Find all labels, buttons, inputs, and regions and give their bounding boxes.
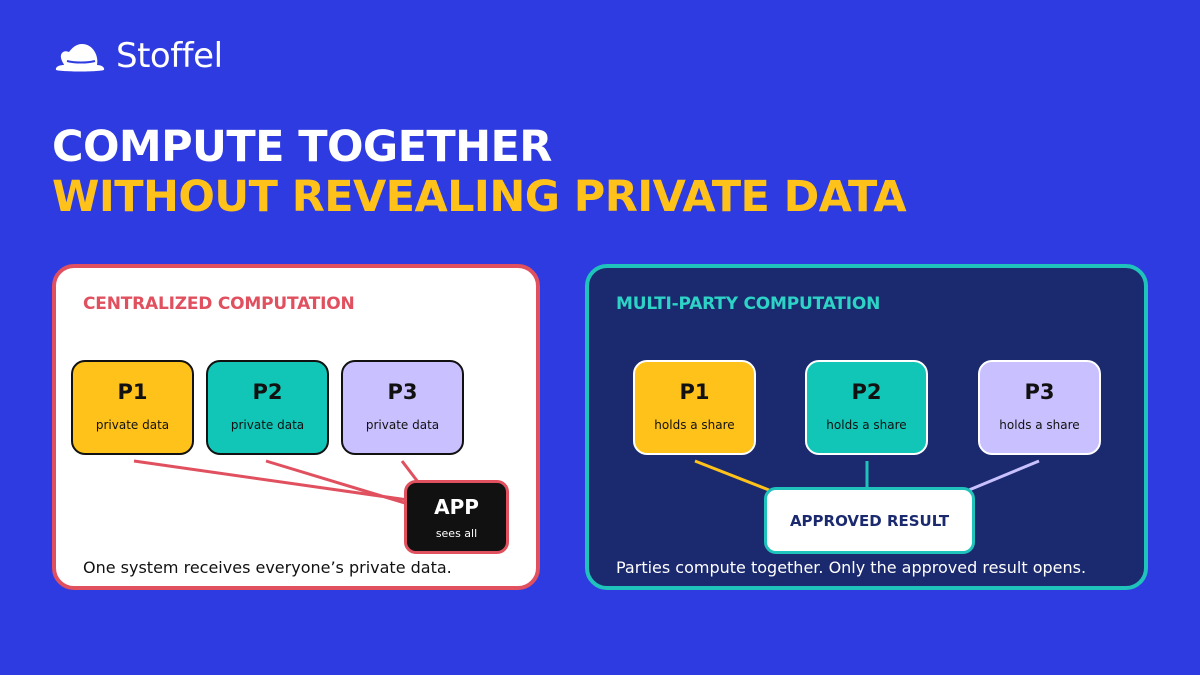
brand-logo: Stoffel xyxy=(52,36,223,76)
party-name: P2 xyxy=(252,380,283,404)
mpc-caption: Parties compute together. Only the appro… xyxy=(616,558,1087,577)
party-name: P1 xyxy=(679,380,710,404)
hat-icon xyxy=(55,44,105,72)
party-name: P3 xyxy=(1024,380,1055,404)
mpc-party-p2: P2 holds a share xyxy=(805,360,928,455)
title-line-1: COMPUTE TOGETHER xyxy=(52,122,552,172)
app-node: APP sees all xyxy=(404,480,509,554)
connector-p1-result xyxy=(694,459,770,492)
connector-p2-app xyxy=(265,459,409,506)
mpc-panel: MULTI-PARTY COMPUTATION P1 holds a share… xyxy=(585,264,1148,590)
mpc-heading: MULTI-PARTY COMPUTATION xyxy=(616,294,881,314)
party-label: private data xyxy=(365,418,440,432)
party-name: P2 xyxy=(851,380,882,404)
app-name: APP xyxy=(434,495,479,519)
connector-p3-result xyxy=(968,459,1040,492)
party-name: P1 xyxy=(117,380,148,404)
centralized-connectors xyxy=(133,459,420,506)
mpc-party-p3: P3 holds a share xyxy=(978,360,1101,455)
approved-result-node: APPROVED RESULT xyxy=(764,487,975,554)
mpc-party-p1: P1 holds a share xyxy=(633,360,756,455)
party-label: holds a share xyxy=(999,418,1080,432)
party-label: private data xyxy=(95,418,170,432)
centralized-panel: CENTRALIZED COMPUTATION P1 private data … xyxy=(52,264,540,590)
centralized-party-p2: P2 private data xyxy=(206,360,329,455)
party-label: private data xyxy=(230,418,305,432)
app-label: sees all xyxy=(435,527,478,540)
brand-name: Stoffel xyxy=(116,36,223,76)
party-label: holds a share xyxy=(654,418,735,432)
centralized-heading: CENTRALIZED COMPUTATION xyxy=(83,294,355,314)
connector-p1-app xyxy=(133,459,409,502)
party-label: holds a share xyxy=(826,418,907,432)
connector-p3-app xyxy=(400,460,420,483)
centralized-party-p1: P1 private data xyxy=(71,360,194,455)
page-title: COMPUTE TOGETHER WITHOUT REVEALING PRIVA… xyxy=(52,122,907,222)
party-name: P3 xyxy=(387,380,418,404)
centralized-caption: One system receives everyone’s private d… xyxy=(83,558,452,577)
mpc-connectors xyxy=(694,459,1040,492)
title-line-2: WITHOUT REVEALING PRIVATE DATA xyxy=(52,172,907,222)
centralized-party-p3: P3 private data xyxy=(341,360,464,455)
